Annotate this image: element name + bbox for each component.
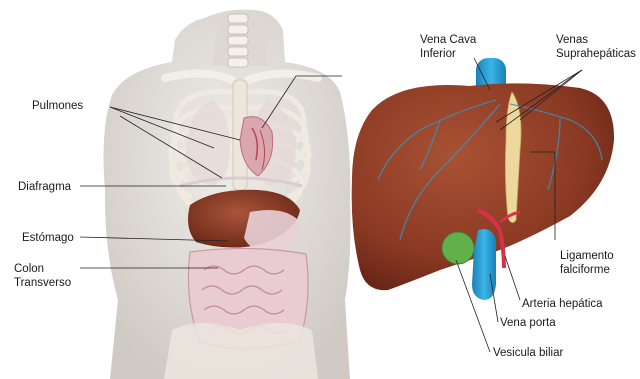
- label-vesicula-biliar: Vesicula biliar: [493, 346, 563, 360]
- label-diafragma: Diafragma: [18, 180, 71, 194]
- label-vena-cava-line1: Vena Cava: [420, 33, 476, 47]
- label-colon-line1: Colon: [14, 262, 44, 276]
- label-vena-porta: Vena porta: [500, 316, 556, 330]
- torso-figure: [104, 10, 351, 379]
- label-venas-line2: Suprahepáticas: [556, 47, 636, 61]
- label-estomago: Estómago: [22, 231, 74, 245]
- gallbladder: [442, 232, 474, 264]
- label-colon-line2: Transverso: [14, 276, 71, 290]
- spine: [228, 14, 248, 67]
- label-ligamento-line2: falciforme: [560, 263, 610, 277]
- label-vena-cava-line2: Inferior: [420, 47, 456, 61]
- label-arteria-hepatica: Arteria hepática: [522, 297, 603, 311]
- label-venas-line1: Venas: [556, 33, 588, 47]
- label-ligamento-line1: Ligamento: [560, 249, 614, 263]
- label-pulmones: Pulmones: [32, 99, 83, 113]
